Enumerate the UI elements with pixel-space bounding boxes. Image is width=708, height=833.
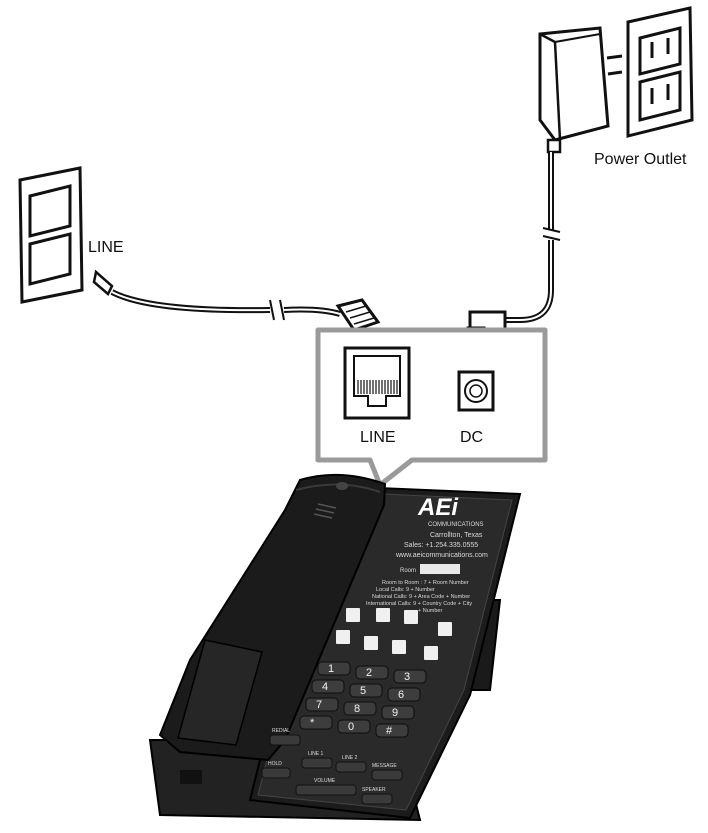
feature-button-3[interactable] [404,610,418,624]
function-keys: REDIAL LINE 1 LINE 2 MESSAGE HOLD VOLUME… [261,728,403,805]
dial-instruction-2: Local Calls: 9 + Number [376,587,435,593]
line-cord [92,269,341,321]
power-adapter [538,26,623,154]
keypad-key-label: * [310,717,315,729]
line2-label: LINE 2 [342,755,358,761]
keypad-key[interactable] [375,723,409,738]
power-outlet-plate [626,6,694,138]
redial-button[interactable] [269,734,301,746]
company-sales: Sales: +1.254.335.0555 [404,542,478,549]
handset-grille [313,503,337,519]
keypad-key-label: 6 [398,689,404,701]
keypad-key-label: 3 [404,671,410,683]
line2-button[interactable] [335,761,367,773]
feature-button-1[interactable] [346,608,360,622]
feature-button-6[interactable] [364,636,378,650]
message-label: MESSAGE [372,763,397,769]
speaker-label: SPEAKER [362,787,386,793]
keypad-key-label: 7 [316,699,322,711]
company-web: www.aeicommunications.com [395,552,488,559]
feature-button-2[interactable] [376,608,390,622]
keypad-key[interactable] [337,719,371,734]
keypad-key[interactable] [317,661,351,676]
rj11-plug [335,298,381,332]
feature-button-5[interactable] [336,630,350,644]
dial-instruction-3: National Calls: 9 + Area Code + Number [372,594,470,600]
keypad-key[interactable] [387,687,421,702]
keypad-key[interactable] [355,665,389,680]
dc-jack-label: DC [460,429,483,446]
keypad-key[interactable] [349,683,383,698]
line-jack-label: LINE [360,429,396,446]
speaker-button[interactable] [361,793,393,805]
keypad-key-label: 1 [328,663,334,675]
keypad-key-label: 4 [322,681,328,693]
keypad-key[interactable] [305,697,339,712]
feature-button-7[interactable] [392,640,406,654]
volume-label: VOLUME [314,778,336,784]
redial-label: REDIAL [272,728,290,734]
power-outlet-label: Power Outlet [594,151,687,168]
line-jack-port [343,346,411,420]
feature-button-4[interactable] [438,622,452,636]
keypad-key-label: 2 [366,667,372,679]
keypad-key-label: 8 [354,703,360,715]
volume-rocker[interactable] [295,784,357,796]
dial-instruction-5: + Number [418,608,442,614]
room-number-card [420,564,460,574]
wall-line-plate [18,166,84,304]
feature-button-8[interactable] [424,646,438,660]
hold-label: HOLD [268,761,282,767]
company-city: Carrollton, Texas [430,532,483,539]
keypad-key-label: 0 [348,721,354,733]
wall-line-label: LINE [88,239,124,256]
keypad-key[interactable] [343,701,377,716]
dc-jack-port [457,370,495,412]
keypad-key-label: 5 [360,685,366,697]
keypad-key[interactable] [393,669,427,684]
keypad-key[interactable] [311,679,345,694]
dial-instruction-1: Room to Room : 7 + Room Number [382,580,469,586]
feature-buttons [336,608,452,660]
line1-button[interactable] [301,757,333,769]
line1-label: LINE 1 [308,751,324,757]
company-name: COMMUNICATIONS [428,522,484,528]
keypad-key[interactable] [381,705,415,720]
power-cord [505,152,561,323]
hold-button[interactable] [261,767,291,779]
room-label: Room [400,568,416,574]
keypad-key-label: # [386,725,393,737]
keypad-key[interactable] [299,715,333,730]
brand-logo: AEi [417,494,459,521]
keypad-key-label: 9 [392,707,398,719]
dial-keypad: 1 2 3 4 5 6 7 8 9 * 0 # [299,661,427,738]
message-button[interactable] [371,769,403,781]
dial-instruction-4: International Calls: 9 + Country Code + … [366,601,472,607]
